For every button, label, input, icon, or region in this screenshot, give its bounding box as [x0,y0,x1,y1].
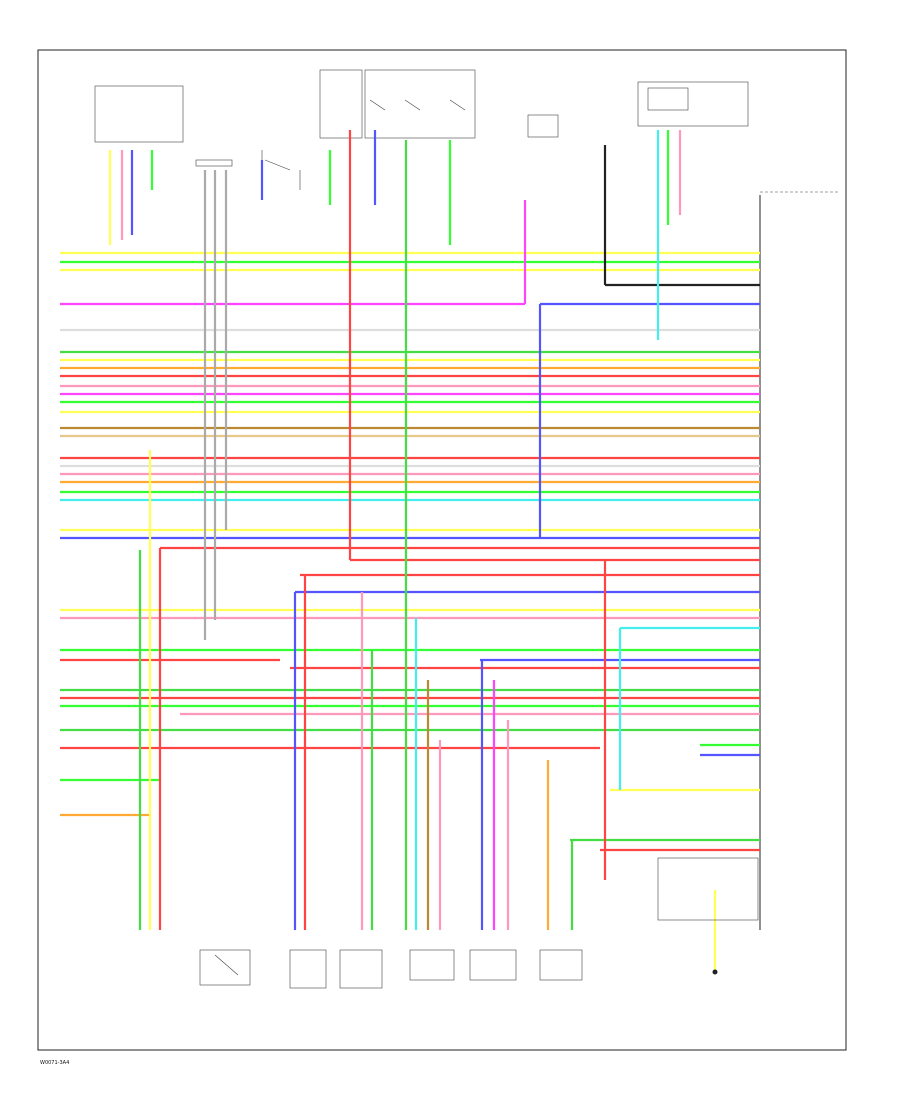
vertical-wires [108,130,717,970]
component-box-6 [647,87,689,111]
component-box-5 [637,81,749,127]
top-components [94,69,749,190]
diagram-border [37,49,847,1051]
bottom-components [199,857,759,989]
component-box-1 [94,85,184,143]
switch-symbol-1 [261,150,301,190]
switch-symbol-2 [369,99,466,111]
bottom-box-sensor-d [469,949,517,981]
horizontal-wires [60,251,760,852]
ecm-connector-block [759,191,838,930]
component-box-4 [527,114,559,138]
bottom-box-switch [199,949,251,986]
component-box-3 [364,69,476,139]
bottom-connector-right [657,857,759,921]
component-box-2 [319,69,363,139]
bottom-box-sensor-e [539,949,583,981]
bottom-switch-symbol [214,954,239,976]
ground-point [712,969,718,975]
bottom-box-sensor-a [289,949,327,989]
bottom-box-sensor-b [339,949,383,989]
footer-code: W0071-3A4 [40,1060,69,1066]
component-box-7 [195,159,233,167]
bottom-box-sensor-c [409,949,455,981]
